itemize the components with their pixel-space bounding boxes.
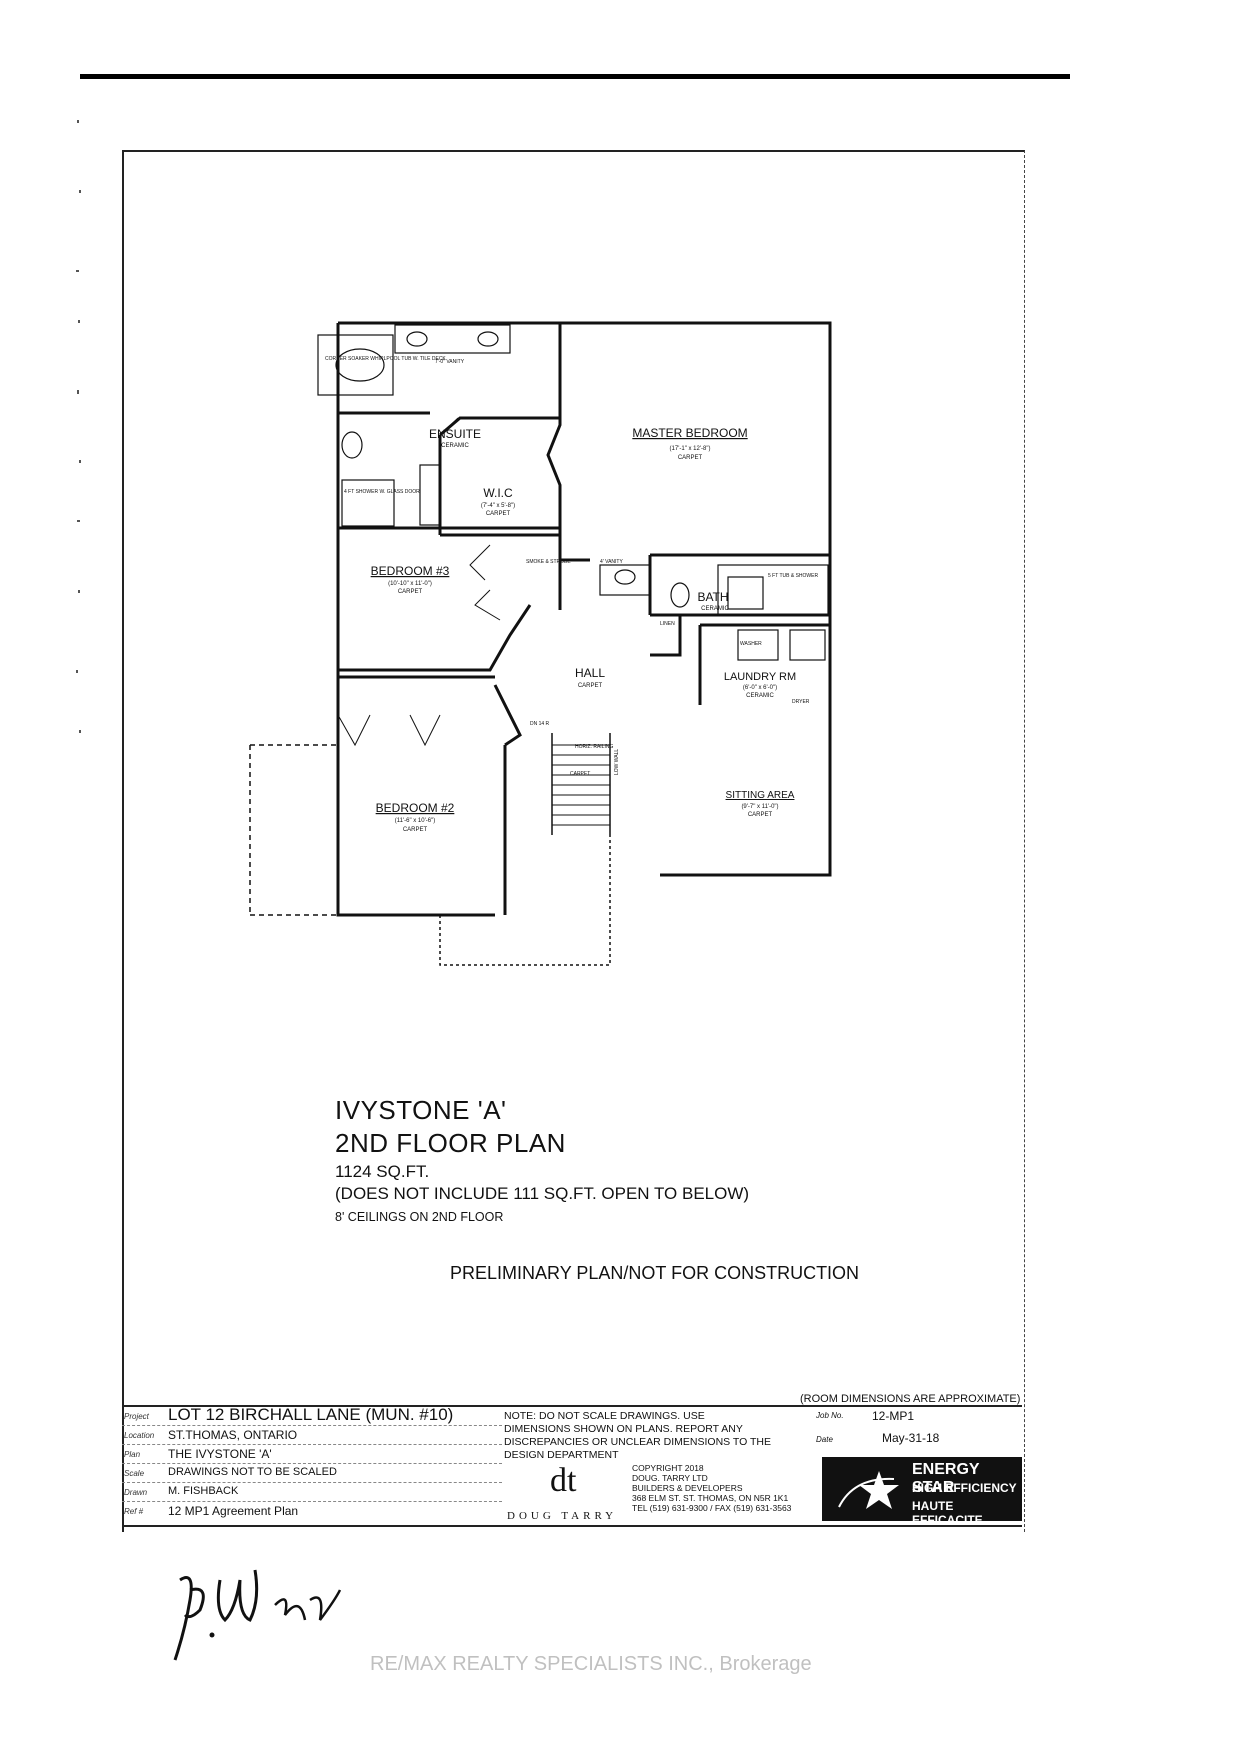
tb-row-drawn: Drawn M. FISHBACK (122, 1483, 502, 1502)
ceiling-note: 8' CEILINGS ON 2ND FLOOR (335, 1210, 504, 1224)
open-to-below-note: (DOES NOT INCLUDE 111 SQ.FT. OPEN TO BEL… (335, 1184, 750, 1203)
master-bedroom-floor: CARPET (678, 455, 703, 461)
hall-floor: CARPET (578, 683, 603, 689)
watermark: RE/MAX REALTY SPECIALISTS INC., Brokerag… (370, 1653, 812, 1675)
floor-plan: MASTER BEDROOM (17'-1" x 12'-8") CARPET … (230, 315, 850, 1025)
bedroom3-label: BEDROOM #3 (371, 564, 450, 578)
tb-row-project: Project LOT 12 BIRCHALL LANE (MUN. #10) (122, 1405, 502, 1426)
drawing-sheet-border (122, 150, 1025, 1532)
master-bedroom-dims: (17'-1" x 12'-8") (670, 446, 711, 452)
bath-floor: CERAMIC (701, 606, 729, 612)
job-date-block: Job No. 12-MP1 Date May-31-18 (816, 1409, 940, 1445)
builder-brand: DOUG TARRY (507, 1510, 618, 1522)
copyright-block: COPYRIGHT 2018 DOUG. TARRY LTD BUILDERS … (632, 1463, 792, 1513)
bedroom2-dims: (11'-6" x 10'-6") (395, 818, 435, 824)
scan-edge-marks (75, 110, 95, 760)
title-block: Project LOT 12 BIRCHALL LANE (MUN. #10) … (122, 1405, 1022, 1527)
smoke-strobe-label: SMOKE & STROBE (526, 559, 571, 565)
signature (160, 1560, 370, 1670)
energy-star-badge: ENERGY STAR HIGH EFFICIENCY HAUTE EFFICA… (822, 1457, 1022, 1527)
wic-floor: CARPET (486, 511, 511, 517)
down-stairs-label: DN 14 R (530, 721, 550, 727)
master-bedroom-label: MASTER BEDROOM (632, 426, 747, 440)
tb-row-scale: Scale DRAWINGS NOT TO BE SCALED (122, 1464, 502, 1483)
bedroom3-dims: (10'-10" x 11'-0") (388, 581, 432, 587)
dryer-label: DRYER (792, 699, 810, 705)
sitting-area-floor: CARPET (748, 812, 773, 818)
linen-label: LINEN (660, 621, 675, 627)
sitting-area-dims: (9'-7" x 11'-0") (741, 804, 778, 810)
plan-date: May-31-18 (882, 1431, 940, 1445)
wic-dims: (7'-4" x 5'-8") (481, 503, 515, 509)
square-footage: 1124 SQ.FT. (335, 1162, 430, 1181)
builder-logo: dt (550, 1462, 577, 1499)
low-wall-label: LOW WALL (614, 749, 620, 775)
energy-star-icon (838, 1471, 899, 1509)
ensuite-floor: CERAMIC (441, 443, 469, 449)
tb-row-location: Location ST.THOMAS, ONTARIO (122, 1426, 502, 1445)
tub-shower-label: 5 FT TUB & SHOWER (768, 573, 818, 579)
corner-tub-label: CORNER SOAKER WHIRLPOOL TUB W. TILE DECK (325, 356, 446, 362)
plan-title: IVYSTONE 'A' (335, 1095, 507, 1125)
hall-label: HALL (575, 666, 605, 680)
washer-label: WASHER (740, 641, 762, 647)
ensuite-label: ENSUITE (429, 427, 481, 441)
wic-label: W.I.C (483, 486, 513, 500)
laundry-floor: CERAMIC (746, 693, 774, 699)
sitting-area-label: SITTING AREA (726, 790, 795, 801)
approx-dimensions-note: (ROOM DIMENSIONS ARE APPROXIMATE) (800, 1393, 1021, 1405)
tb-row-ref: Ref # 12 MP1 Agreement Plan (124, 1504, 299, 1518)
vanity-4-label: 4' VANITY (600, 559, 623, 565)
bedroom2-label: BEDROOM #2 (376, 801, 455, 815)
stair-carpet-label: CARPET (570, 771, 590, 777)
bedroom3-floor: CARPET (398, 589, 423, 595)
laundry-dims: (6'-0" x 6'-0") (743, 685, 777, 691)
laundry-label: LAUNDRY RM (724, 671, 796, 683)
vanity-7-label: 7'-0" VANITY (435, 359, 465, 365)
shower-label: 4 FT SHOWER W. GLASS DOOR (344, 489, 420, 495)
horiz-railing-label: HORIZ. RAILING (575, 744, 613, 750)
bath-label: BATH (697, 590, 728, 604)
preliminary-notice: PRELIMINARY PLAN/NOT FOR CONSTRUCTION (450, 1263, 860, 1283)
bedroom2-floor: CARPET (403, 827, 428, 833)
drawing-notes: NOTE: DO NOT SCALE DRAWINGS. USE DIMENSI… (504, 1410, 772, 1461)
job-number: 12-MP1 (872, 1409, 915, 1423)
top-rule (80, 74, 1070, 79)
plan-subtitle: 2ND FLOOR PLAN (335, 1128, 566, 1158)
tb-row-plan: Plan THE IVYSTONE 'A' (122, 1445, 502, 1464)
